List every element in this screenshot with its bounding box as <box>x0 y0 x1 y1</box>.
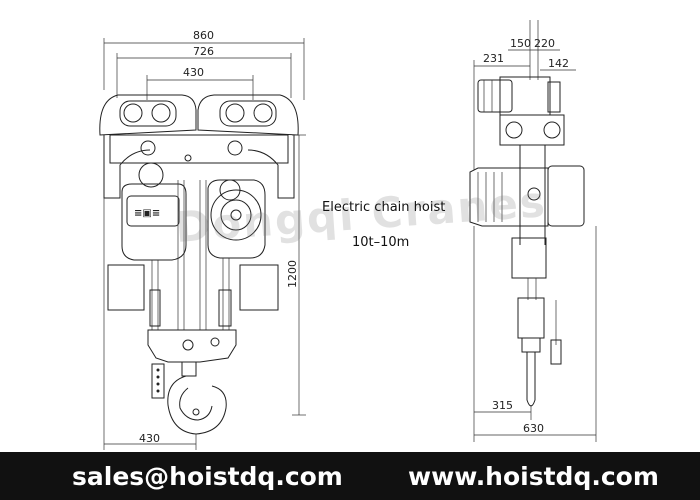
footer-bar: sales@hoistdq.com www.hoistdq.com <box>0 452 700 500</box>
dim-wheel-span: 430 <box>183 66 204 79</box>
dim-height: 1200 <box>286 260 299 288</box>
footer-email[interactable]: sales@hoistdq.com <box>72 461 343 491</box>
brand-plate-icon: ≡▣≡ <box>134 208 160 219</box>
diagram-title: Electric chain hoist <box>322 200 446 215</box>
technical-drawing: 860 726 430 ≡▣≡ <box>99 20 597 450</box>
dim-hook-offset: 430 <box>139 432 160 445</box>
dim-231: 231 <box>483 52 504 65</box>
diagram-subtitle: 10t–10m <box>352 235 410 250</box>
dim-142: 142 <box>548 57 569 70</box>
dim-220: 220 <box>534 37 555 50</box>
footer-website[interactable]: www.hoistdq.com <box>408 461 659 491</box>
dim-rail-span: 726 <box>193 45 214 58</box>
dim-315: 315 <box>492 399 513 412</box>
side-view: 231 150 220 142 <box>469 20 597 442</box>
front-view: 860 726 430 ≡▣≡ <box>99 29 306 450</box>
dim-630: 630 <box>523 422 544 435</box>
dim-overall-width: 860 <box>193 29 214 42</box>
dim-150: 150 <box>510 37 531 50</box>
